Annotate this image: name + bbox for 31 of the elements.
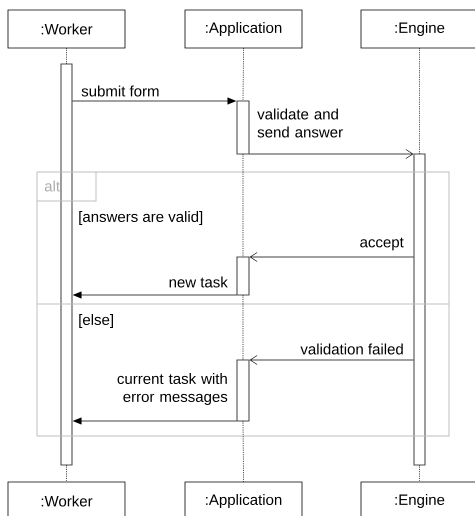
guard-label: [answers are valid] xyxy=(77,210,204,226)
edge-label: submit form xyxy=(82,86,159,96)
activation-bar xyxy=(60,63,73,466)
edge-label: new task xyxy=(170,276,228,288)
operator-tab: alt xyxy=(36,172,96,202)
lifeline xyxy=(242,421,244,482)
lifeline xyxy=(242,154,244,257)
edge-label: validate and send answer xyxy=(257,108,343,138)
participant-box: :Worker xyxy=(8,482,126,516)
message-arrow xyxy=(249,149,414,159)
guard-label: [else] xyxy=(77,313,116,329)
participant-box: :Worker xyxy=(8,10,126,48)
activation-bar xyxy=(236,100,250,155)
lifeline xyxy=(419,48,420,154)
message-arrow xyxy=(250,355,414,365)
edge-label: validation failed xyxy=(300,344,403,354)
edge-label: current task with error messages xyxy=(118,373,228,405)
edge-label: accept xyxy=(360,238,404,250)
activation-bar xyxy=(236,256,250,296)
message-arrow xyxy=(250,252,414,262)
activation-bar xyxy=(413,153,426,466)
participant-box: :Engine xyxy=(360,10,475,48)
lifeline xyxy=(419,465,420,482)
participant-box: :Application xyxy=(184,482,302,516)
lifeline xyxy=(242,48,244,101)
participant-box: :Engine xyxy=(360,482,475,516)
activation-bar xyxy=(236,359,250,422)
lifeline xyxy=(66,465,67,482)
participant-box: :Application xyxy=(184,10,302,48)
lifeline xyxy=(66,48,67,64)
lifeline xyxy=(242,295,244,360)
